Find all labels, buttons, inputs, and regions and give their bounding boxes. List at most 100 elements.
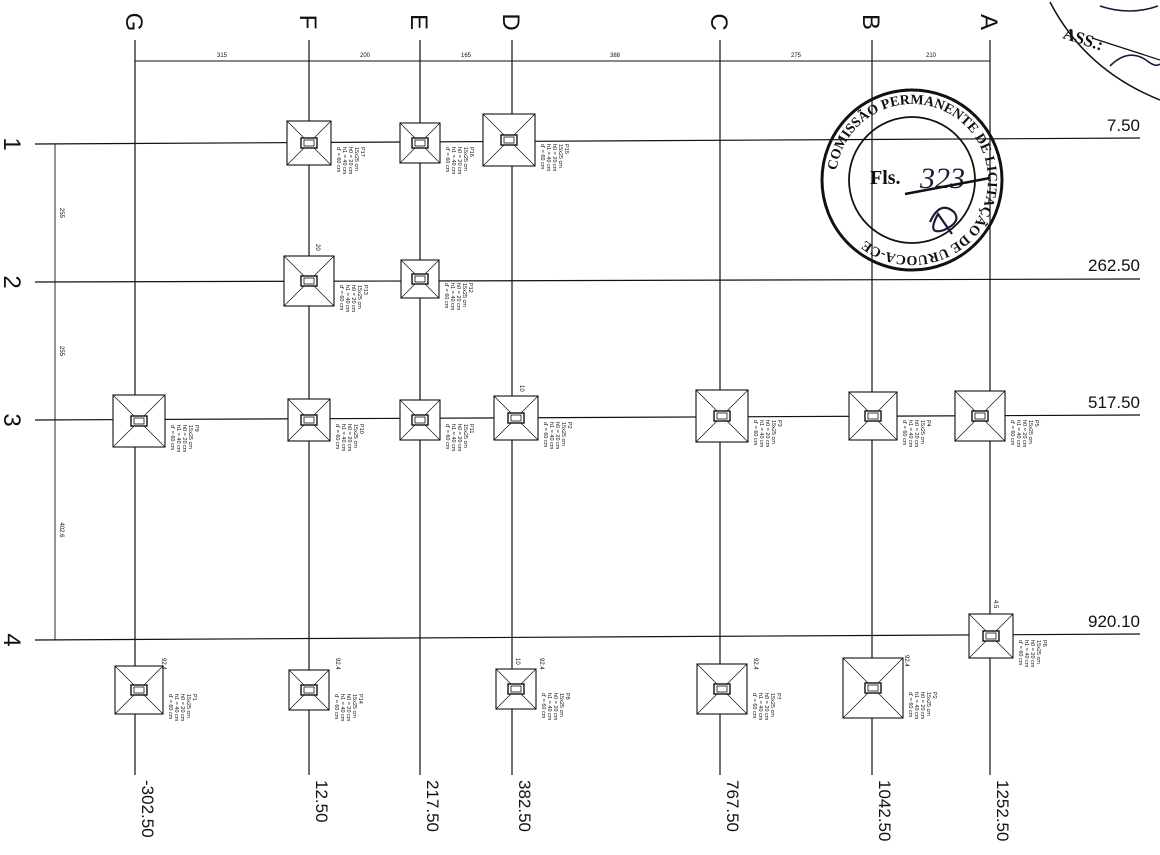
x-coord-B: 1042.50 bbox=[875, 780, 894, 841]
column-core bbox=[303, 139, 315, 147]
top-dim-3: 165 bbox=[461, 53, 472, 59]
top-dim-5: 275 bbox=[791, 53, 802, 59]
footing-spec-text: h0 = 20 cm bbox=[919, 692, 925, 720]
offset-label: 4.5 bbox=[992, 600, 998, 609]
column-core bbox=[414, 139, 426, 147]
column-section bbox=[864, 410, 882, 422]
footing-spec-text: d' = 60 cm bbox=[333, 694, 339, 720]
top-dim-1: 315 bbox=[217, 53, 228, 59]
column-section bbox=[982, 630, 1000, 642]
footing-spec-text: h1 = 40 cm bbox=[907, 420, 913, 448]
column-core bbox=[414, 275, 426, 283]
y-coord-4: 920.10 bbox=[1088, 612, 1140, 631]
footing-spec-text: h0 = 20 cm bbox=[1021, 420, 1027, 448]
top-dimension-chain: 315 200 165 388 275 210 bbox=[134, 53, 991, 65]
footing-spec-text: h0 = 20 cm bbox=[552, 693, 558, 721]
footing-spec-text: h1 = 40 cm bbox=[450, 147, 456, 175]
column-section bbox=[713, 683, 731, 695]
column-core bbox=[503, 136, 515, 144]
y-coordinate-labels: 7.50 262.50 517.50 920.10 bbox=[1088, 116, 1140, 631]
footing-spec-text: d' = 60 cm bbox=[1017, 640, 1023, 666]
footing-spec-text: 15x25 cm bbox=[557, 144, 563, 168]
footing-spec-text: P12 bbox=[467, 283, 473, 293]
footing-spec-text: h0 = 20 cm bbox=[456, 147, 462, 175]
footing-spec-text: 15x25 cm bbox=[770, 420, 776, 444]
left-dim-3: 402.6 bbox=[58, 522, 64, 538]
left-dim-2: 255 bbox=[58, 346, 64, 357]
footing-spec-text: 15x25 cm bbox=[1027, 420, 1033, 444]
stamp-ring-text: COMISSÃO PERMANENTE DE LICITAÇÃO DE URUO… bbox=[826, 93, 999, 267]
y-coord-2: 262.50 bbox=[1088, 256, 1140, 275]
footing-spec-text: P5 bbox=[1033, 420, 1039, 427]
column-core bbox=[985, 632, 997, 640]
y-coord-3: 517.50 bbox=[1088, 393, 1140, 412]
left-dim-1: 255 bbox=[58, 208, 64, 219]
footing-spec-text: 15x25 cm bbox=[352, 424, 358, 448]
footing-spec-text: P10 bbox=[358, 424, 364, 434]
column-section bbox=[713, 410, 731, 422]
footing-spec-text: P14 bbox=[357, 694, 363, 704]
footing-spec-text: P8 bbox=[564, 693, 570, 700]
footing-spec-text: h1 = 40 cm bbox=[758, 420, 764, 448]
footing-spec-text: h1 = 40 cm bbox=[173, 694, 179, 722]
column-section bbox=[300, 414, 318, 426]
footing-spec-text: h0 = 20 cm bbox=[179, 694, 185, 722]
column-core bbox=[867, 684, 879, 692]
footing-spec-text: h1 = 40 cm bbox=[548, 422, 554, 450]
top-dim-6: 210 bbox=[926, 53, 937, 59]
column-section bbox=[300, 275, 318, 287]
footing-spec-text: P15 bbox=[563, 144, 569, 154]
footing-spec-text: P6 bbox=[1041, 640, 1047, 647]
footing-spec-text: h0 = 20 cm bbox=[763, 693, 769, 721]
axis-label-2: 2 bbox=[0, 275, 25, 288]
top-dim-4: 388 bbox=[610, 53, 621, 59]
axis-label-D: D bbox=[497, 13, 524, 30]
footing-spec-text: 15x25 cm bbox=[462, 147, 468, 171]
footing-spec-text: h0 = 20 cm bbox=[456, 424, 462, 452]
column-section bbox=[300, 137, 318, 149]
footing-spec-text: 15x25 cm bbox=[769, 693, 775, 717]
footing-spec-text: 15x25 cm bbox=[187, 425, 193, 449]
footing-spec-text: h0 = 20 cm bbox=[347, 147, 353, 175]
footing-spec-text: d' = 60 cm bbox=[444, 147, 450, 173]
footing-spec-text: h1 = 40 cm bbox=[339, 694, 345, 722]
footing-spec-text: 15x25 cm bbox=[356, 285, 362, 309]
handwritten-initials-icon bbox=[928, 206, 958, 235]
footing-spec-text: h1 = 40 cm bbox=[344, 285, 350, 313]
footing-spec-text: P9 bbox=[193, 425, 199, 432]
column-core bbox=[303, 416, 315, 424]
x-coord-D: 382.50 bbox=[515, 780, 534, 832]
column-section bbox=[507, 412, 525, 424]
offset-annotations: 92.4 92.4 92.4 92.4 92.4 10 10 20 4.5 bbox=[160, 244, 998, 670]
footing-spec-text: h0 = 20 cm bbox=[350, 285, 356, 313]
footing-spec-text: d' = 60 cm bbox=[542, 422, 548, 448]
footing-spec-text: P16 bbox=[468, 147, 474, 157]
offset-label: 20 bbox=[314, 244, 320, 251]
footing-spec-text: 15x25 cm bbox=[185, 694, 191, 718]
column-section bbox=[130, 684, 148, 696]
x-coord-A: 1252.50 bbox=[993, 780, 1012, 841]
footing-spec-text: h1 = 40 cm bbox=[340, 424, 346, 452]
footing-spec-text: P4 bbox=[925, 420, 931, 427]
footing-spec-text: P17 bbox=[359, 147, 365, 157]
footing-spec-text: d' = 60 cm bbox=[751, 693, 757, 719]
footing-spec-text: d' = 60 cm bbox=[752, 420, 758, 446]
footing-spec-text: h1 = 40 cm bbox=[175, 425, 181, 453]
footing-spec-text: h0 = 20 cm bbox=[345, 694, 351, 722]
axis-label-3: 3 bbox=[0, 413, 25, 426]
column-section bbox=[411, 137, 429, 149]
axis-label-G: G bbox=[120, 13, 147, 32]
footing-spec-text: h1 = 40 cm bbox=[449, 283, 455, 311]
footing-spec-text: P3 bbox=[776, 420, 782, 427]
footing-spec-text: h1 = 40 cm bbox=[1015, 420, 1021, 448]
footing-spec-text: h0 = 20 cm bbox=[551, 144, 557, 172]
